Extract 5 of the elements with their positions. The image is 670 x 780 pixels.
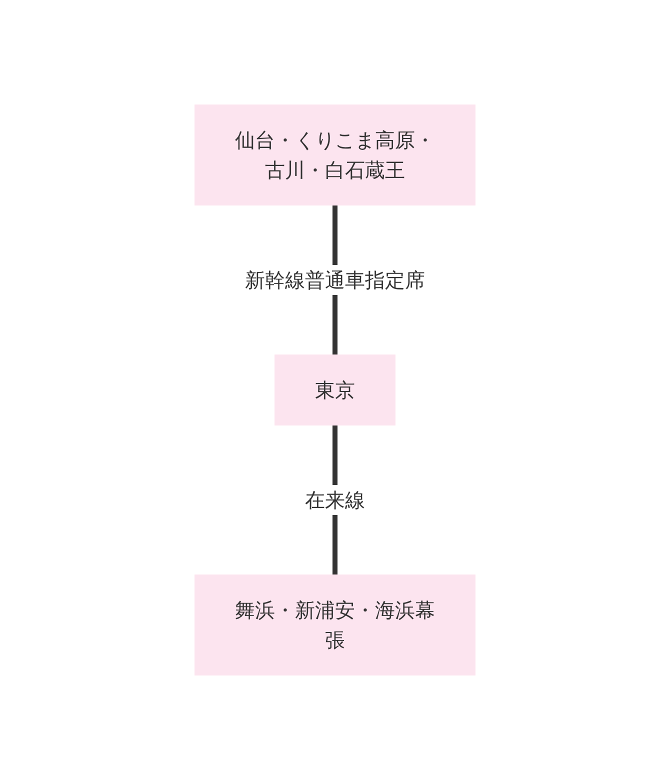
node-box: 舞浜・新浦安・海浜幕張 <box>194 574 476 676</box>
node-box: 東京 <box>274 354 396 426</box>
edge-label: 新幹線普通車指定席 <box>245 268 425 292</box>
edge-label: 在来線 <box>305 488 365 512</box>
node-box: 仙台・くりこま高原・古川・白石蔵王 <box>194 104 476 206</box>
